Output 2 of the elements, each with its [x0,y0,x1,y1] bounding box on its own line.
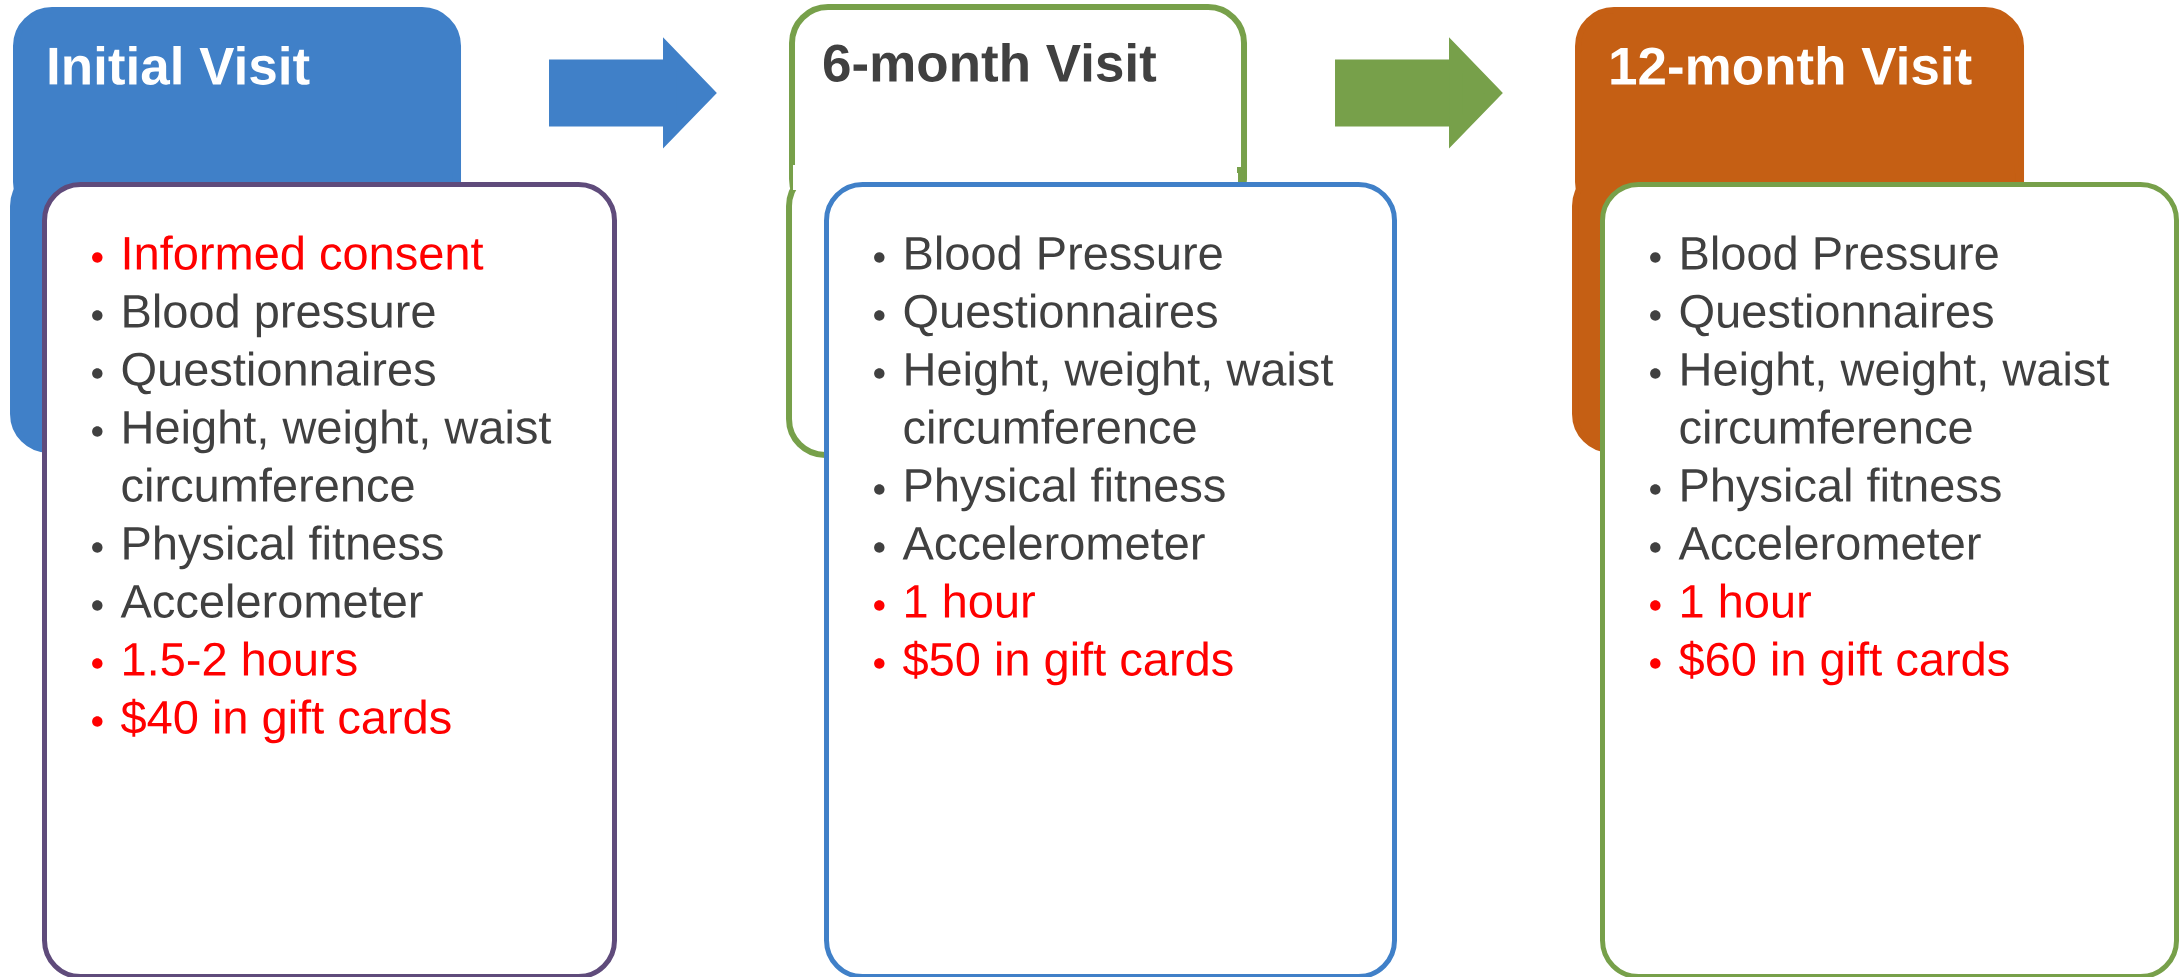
list-box: Informed consent Blood pressure Questionnaires Height, weight, waist circumference Physical fitness Accelerometer 1.5-2 hours $40 in gift cards [42,182,617,977]
list-box: Blood Pressure Questionnaires Height, weight, waist circumference Physical fitness Accelerometer 1 hour $60 in gift cards [1600,182,2180,977]
